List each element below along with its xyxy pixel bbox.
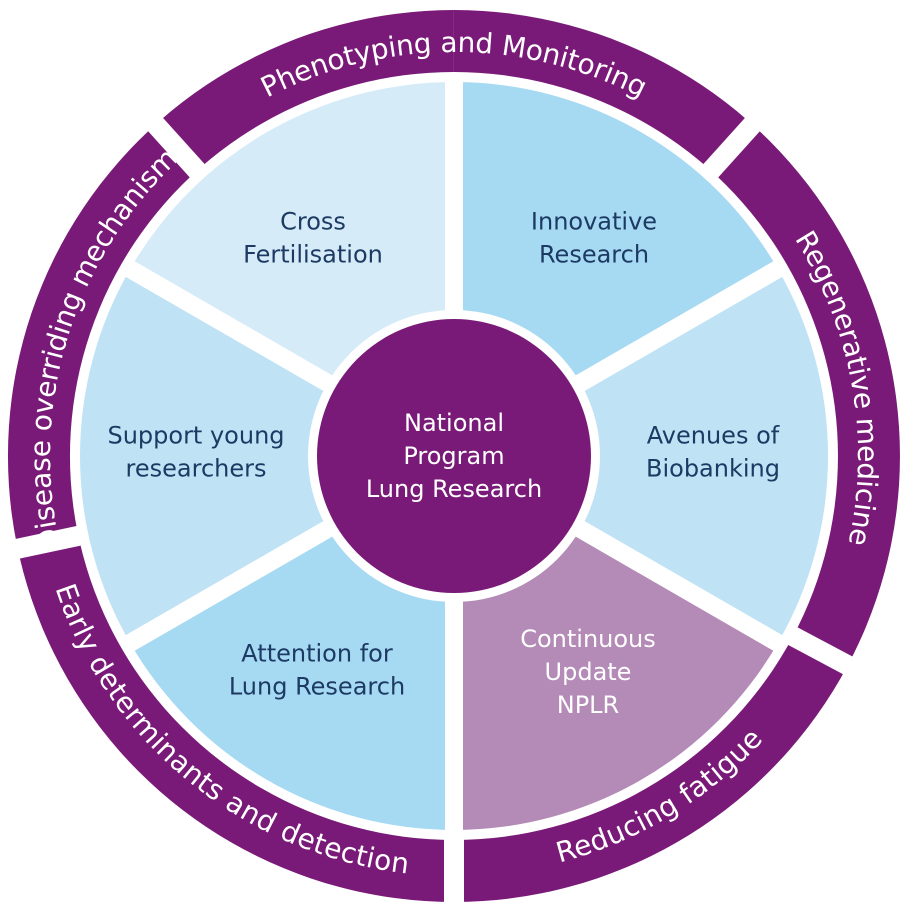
segment-label-line: Update xyxy=(545,658,632,686)
segment-label-line: Support young xyxy=(107,422,284,450)
segment-label-line: Lung Research xyxy=(229,673,405,701)
segment-label-line: Biobanking xyxy=(646,455,780,483)
center-title-line: Lung Research xyxy=(366,475,542,503)
segment-label-line: Innovative xyxy=(531,208,657,236)
hub-circle xyxy=(317,319,591,593)
segment-label-line: Cross xyxy=(280,208,346,236)
segment-label-line: researchers xyxy=(126,455,267,483)
segment-label-line: Avenues of xyxy=(647,422,780,450)
segment-label-line: Continuous xyxy=(520,625,656,653)
segment-label-line: Attention for xyxy=(241,640,393,668)
segment-avenues-of-biobanking xyxy=(572,269,828,643)
segment-label-line: Research xyxy=(539,241,649,269)
segment-label-support-young-researchers: Support young researchers xyxy=(107,422,284,483)
segment-label-line: Fertilisation xyxy=(243,241,383,269)
segment-support-young-researchers xyxy=(80,269,336,643)
center-title-line: National xyxy=(404,409,504,437)
segment-label-avenues-of-biobanking: Avenues of Biobanking xyxy=(646,422,780,483)
center-title-line: Program xyxy=(403,442,504,470)
segment-label-line: NPLR xyxy=(557,691,619,719)
